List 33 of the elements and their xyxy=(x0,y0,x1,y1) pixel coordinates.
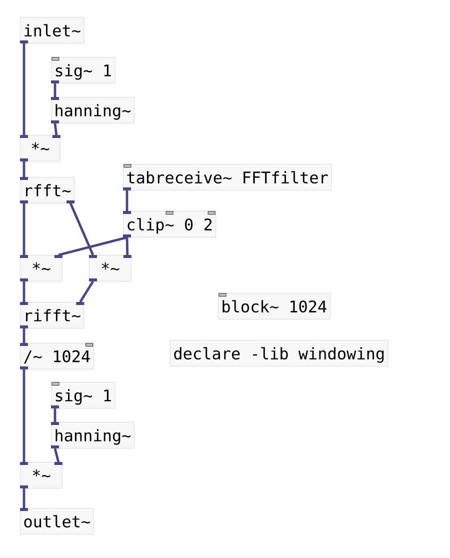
object-box: inlet~ xyxy=(20,17,84,44)
patch-cord xyxy=(22,369,26,462)
patch-cord xyxy=(54,123,58,136)
patch-cord xyxy=(126,190,128,211)
patch-cord xyxy=(69,202,94,256)
object-box: declare -lib windowing xyxy=(170,340,388,366)
patch-cord xyxy=(22,281,26,302)
patch-cord xyxy=(22,488,26,508)
object-box: *~ xyxy=(20,135,60,162)
patch-cord xyxy=(22,328,26,343)
patch-cord xyxy=(54,408,56,422)
object-box: *~ xyxy=(89,255,132,282)
object-box: sig~ 1 xyxy=(51,57,116,84)
patch-cord xyxy=(126,237,129,256)
patch-cord xyxy=(22,43,26,135)
patch-cord xyxy=(79,280,94,303)
object-box: tabreceive~ FFTfilter xyxy=(123,164,332,190)
patch-cord xyxy=(54,448,60,462)
object-box: hanning~ xyxy=(51,422,134,448)
object-box: rifft~ xyxy=(20,302,84,328)
object-box: block~ 1024 xyxy=(218,293,330,320)
patch-cord xyxy=(22,161,26,177)
object-box: outlet~ xyxy=(20,508,94,534)
object-box: *~ xyxy=(20,255,62,282)
patch-cord xyxy=(58,236,128,256)
patch-cord xyxy=(22,203,26,255)
object-box: *~ xyxy=(20,462,62,488)
object-box: /~ 1024 xyxy=(20,343,94,370)
object-box: rfft~ xyxy=(20,177,75,204)
object-box: sig~ 1 xyxy=(51,382,116,408)
patch-cord xyxy=(54,83,56,97)
object-box: clip~ 0 2 xyxy=(123,211,216,238)
object-box: hanning~ xyxy=(51,97,134,124)
